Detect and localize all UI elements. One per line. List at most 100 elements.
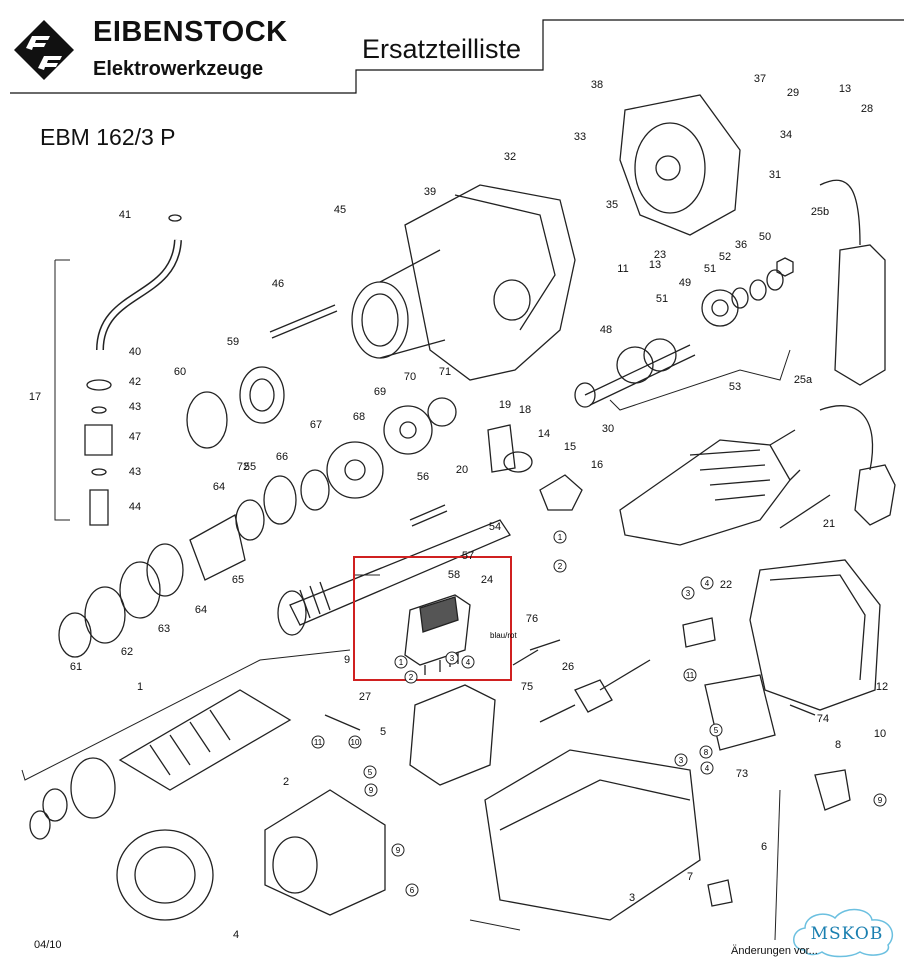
svg-text:9: 9 [396, 846, 401, 855]
gear-69 [383, 405, 433, 455]
part-number-58: 58 [448, 569, 460, 581]
part-number-11: 11 [617, 263, 628, 275]
switch-box-5 [409, 684, 496, 786]
part-number-76: 76 [526, 613, 538, 625]
part-number-63: 63 [158, 623, 170, 635]
part-number-8: 8 [835, 739, 841, 751]
part-number-45: 45 [334, 204, 346, 216]
part-number-51: 51 [704, 263, 716, 275]
part-number-61: 61 [70, 661, 82, 673]
pin-21 [779, 494, 831, 529]
part-number-20: 20 [456, 464, 468, 476]
highlight-color-label: blau/rot [490, 631, 517, 640]
wire-terminal-marker-5: 5 [709, 723, 723, 737]
wire-terminal-marker-9: 9 [364, 783, 378, 797]
part-number-68: 68 [353, 411, 365, 423]
header-frame [10, 19, 904, 94]
bearing-plate-31 [619, 94, 741, 236]
svg-text:1: 1 [399, 658, 404, 667]
part-number-22: 22 [720, 579, 732, 591]
collar-65 [189, 514, 246, 581]
part-number-38: 38 [591, 79, 603, 91]
part-number-7: 7 [687, 871, 693, 883]
part-number-21: 21 [823, 518, 835, 530]
wire-terminal-marker-3: 3 [681, 586, 695, 600]
part-number-25b: 25b [811, 206, 829, 218]
svg-text:8: 8 [704, 748, 709, 757]
part-number-32: 32 [504, 151, 516, 163]
part-number-59: 59 [227, 336, 239, 348]
part-callouts: 1234567891011121313141516171819202122232… [29, 73, 888, 941]
part-number-46: 46 [272, 278, 284, 290]
switch-highlight-box [353, 556, 512, 681]
part-number-28: 28 [861, 103, 873, 115]
watermark-text: MSKOB [810, 924, 884, 944]
svg-text:5: 5 [368, 768, 373, 777]
part-number-72: 72 [237, 461, 249, 473]
part-number-27: 27 [359, 691, 371, 703]
model-number: EBM 162/3 P [40, 124, 176, 150]
part-number-71: 71 [439, 366, 451, 378]
wire-terminal-marker-2: 2 [553, 559, 567, 573]
part-number-13: 13 [839, 83, 851, 95]
motor-housing-12 [749, 559, 881, 711]
part-number-12: 12 [876, 681, 888, 693]
part-number-66: 66 [276, 451, 288, 463]
part-number-65: 65 [232, 574, 244, 586]
part-number-50: 50 [759, 231, 771, 243]
part-number-25a: 25a [794, 374, 813, 386]
svg-text:4: 4 [705, 579, 710, 588]
wire-terminal-marker-11: 11 [311, 735, 325, 749]
wire-terminal-marker-1: 1 [394, 655, 408, 669]
clutch-26 [574, 679, 613, 713]
ring-4 [116, 829, 214, 921]
wire-terminal-marker-4: 4 [461, 655, 475, 669]
part-number-16: 16 [591, 459, 603, 471]
document-title: Ersatzteilliste [362, 34, 522, 64]
part-number-33: 33 [574, 131, 586, 143]
spindle-54 [289, 519, 511, 626]
power-plug-25b [834, 244, 886, 386]
part-number-15: 15 [564, 441, 576, 453]
change-note: Änderungen vor... [731, 945, 818, 957]
motor-housing-3 [484, 749, 701, 921]
part-number-26: 26 [562, 661, 574, 673]
part-number-18: 18 [519, 404, 531, 416]
part-number-19: 19 [499, 399, 511, 411]
part-number-36: 36 [735, 239, 747, 251]
part-number-39: 39 [424, 186, 436, 198]
svg-text:6: 6 [410, 886, 415, 895]
part-number-42: 42 [129, 376, 141, 388]
svg-text:9: 9 [878, 796, 883, 805]
part-number-56: 56 [417, 471, 429, 483]
part-number-69: 69 [374, 386, 386, 398]
part-number-64-2: 64 [195, 604, 207, 616]
knob-16 [539, 474, 583, 511]
ring-60 [186, 391, 228, 449]
part-number-73: 73 [736, 768, 748, 780]
svg-text:3: 3 [686, 589, 691, 598]
part-number-35: 35 [606, 199, 618, 211]
part-number-10: 10 [874, 728, 886, 740]
part-number-2: 2 [283, 776, 289, 788]
armature-1 [118, 689, 292, 791]
brand-logo [14, 20, 74, 80]
part-number-70: 70 [404, 371, 416, 383]
part-number-54: 54 [489, 521, 501, 533]
wire-terminal-marker-3: 3 [674, 753, 688, 767]
wire-terminal-marker-9: 9 [873, 793, 887, 807]
wire-terminal-marker-5: 5 [363, 765, 377, 779]
wire-terminal-marker-9: 9 [391, 843, 405, 857]
part-number-5: 5 [380, 726, 386, 738]
switch-24 [404, 594, 471, 675]
wire-terminal-marker-4: 4 [700, 761, 714, 775]
wire-terminal-marker-6: 6 [405, 883, 419, 897]
wire-terminal-marker-11: 11 [683, 668, 697, 682]
bolt-46 [269, 304, 338, 339]
part-number-64: 64 [213, 481, 225, 493]
part-number-57: 57 [462, 550, 474, 562]
part-number-3: 3 [629, 892, 635, 904]
part-number-6: 6 [761, 841, 767, 853]
part-number-37: 37 [754, 73, 766, 85]
